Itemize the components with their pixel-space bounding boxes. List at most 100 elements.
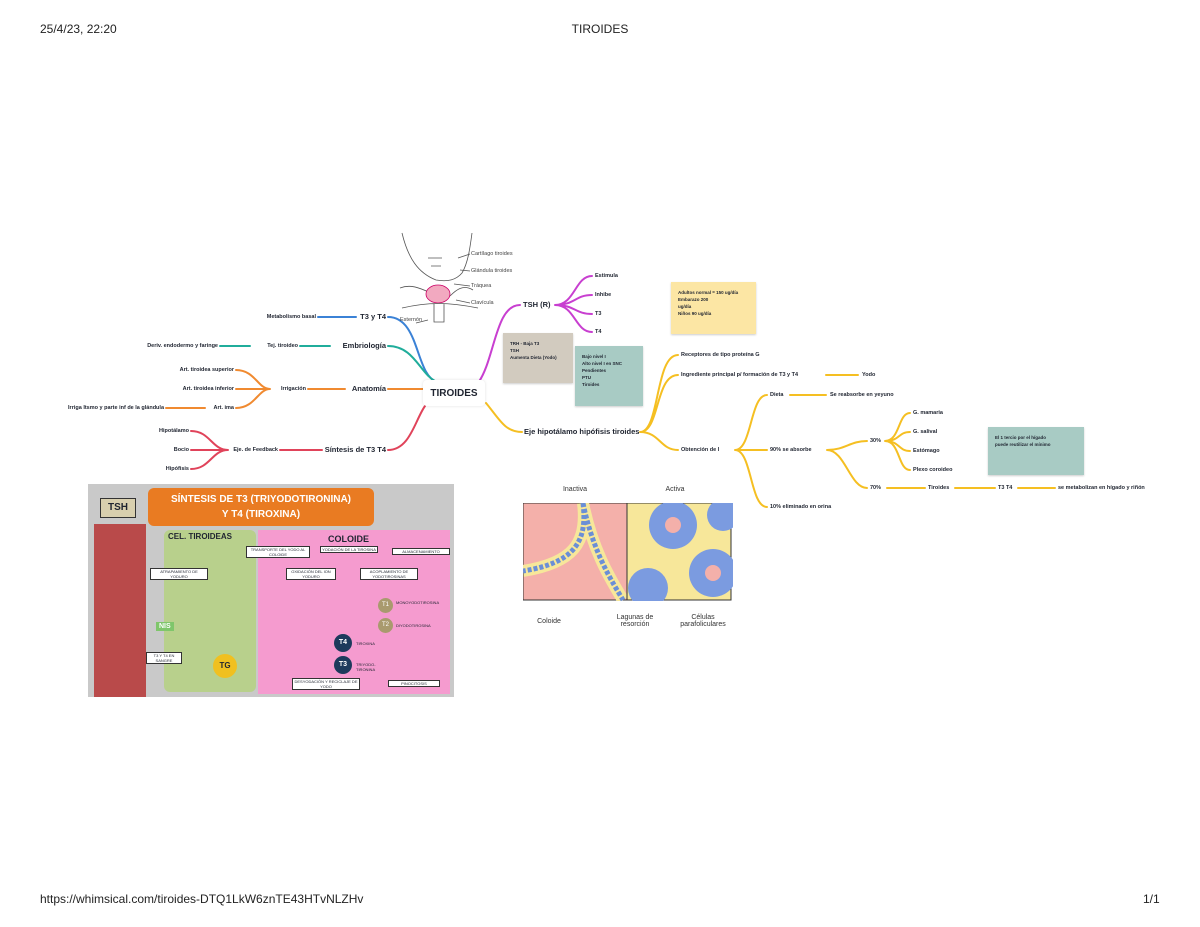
inactiva-label: Inactiva [562,486,588,493]
print-url[interactable]: https://whimsical.com/tiroides-DTQ1LkW6z… [40,892,364,906]
activa-label: Activa [665,486,685,493]
synthesis-title: SÍNTESIS DE T3 (TRIYODOTIRONINA) [170,494,351,505]
node-tej-tiroideo[interactable]: Tej. tiroideo [267,343,298,349]
neck-label: Esternón [400,317,423,323]
note-line: Niños 90 ug/día [678,311,712,316]
note-line: PTU [582,375,591,380]
step-8: DESYODACIÓN Y RECICLAJE DE YODO [292,678,360,690]
print-datetime: 25/4/23, 22:20 [40,22,117,36]
link-teal [219,345,438,383]
node-irrigacion[interactable]: Irrigación [280,386,306,392]
neck-label: Cartílago tiroides [471,251,513,257]
step-1: ATRAPAMIENTO DE YODURO [150,568,208,580]
node-absorbe[interactable]: 90% se absorbe [770,447,812,453]
step-4: YODACIÓN DE LA TIROSINA [320,546,378,553]
node-feedback[interactable]: Eje. de Feedback [233,447,278,453]
node-bocio[interactable]: Bocio [173,447,189,453]
node-estomago[interactable]: Estómago [913,448,940,454]
link-orange [165,369,424,409]
synthesis-subtitle: Y T4 (TIROXINA) [221,509,301,520]
cel-tiroideas: CEL. TIROIDEAS [168,532,233,541]
note-gray[interactable]: TRH - Baja T3 TSH Aumenta Dieta (Yodo) [503,333,573,383]
page-number: 1/1 [1143,892,1160,906]
node-yodo[interactable]: Yodo [862,372,876,378]
lagunas-caption: Lagunas de resorción [616,614,654,628]
central-node[interactable]: TIROIDES [423,380,485,406]
neck-label: Clavícula [471,300,494,306]
node-tsh[interactable]: TSH (R) [523,300,551,309]
node-art-sup[interactable]: Art. tiroidea superior [179,367,234,373]
tg-badge: TG [213,654,237,678]
histology-image: Inactiva Activa Coloide Lagunas de resor… [515,480,745,640]
node-reabsorbe[interactable]: Se reabsorbe en yeyuno [830,392,894,398]
diyodo-label: DIYODOTIROSINA [396,623,431,628]
node-inhibe[interactable]: Inhibe [595,292,612,298]
node-receptores[interactable]: Receptores de tipo proteína G [681,352,760,358]
neck-label: Glándula tiroides [471,268,513,274]
note-line: Adultos normal = 150 ug/día [678,290,739,295]
node-embriologia[interactable]: Embriología [342,341,386,350]
node-tiroides[interactable]: Tiroides [928,485,950,491]
note-teal-1[interactable]: Bajo nivel I Alto nivel I en SNC Pendien… [575,346,643,406]
node-metabolismo[interactable]: Metabolismo basal [266,314,316,320]
link-yellow [485,354,1056,508]
node-70[interactable]: 70% [870,485,882,491]
triyodo-label: TRIYODO-TIRONINA [356,662,376,672]
node-obtencion[interactable]: Obtención de I [681,447,720,453]
node-plexo[interactable]: Plexo coroideo [913,467,953,473]
node-art-ima[interactable]: Art. ima [213,405,234,411]
print-title: TIROIDES [571,22,629,36]
coloide-caption: Coloide [537,618,561,625]
note-yellow[interactable]: Adultos normal = 150 ug/día Embarazo 200… [671,282,756,334]
node-estimula[interactable]: Estimula [595,273,618,279]
note-line: Aumenta Dieta (Yodo) [510,355,557,360]
neck-anatomy-image: Cartílago tiroides Glándula tiroides Trá… [398,228,528,324]
note-line: Alto nivel I en SNC [582,361,623,366]
note-line: El 1 tercio por el hígado [995,435,1047,440]
node-irriga-istmo[interactable]: Irriga Itsmo y parte inf de la glándula [68,405,164,411]
node-30[interactable]: 30% [870,438,882,444]
node-anatomia[interactable]: Anatomía [351,384,386,393]
node-hipofisis[interactable]: Hipófisis [165,466,189,472]
note-line: ug/día [678,304,692,309]
node-deriv-endodermo[interactable]: Deriv. endodermo y faringe [147,343,218,349]
node-hipotalamo[interactable]: Hipotálamo [159,428,189,434]
mono-label: MONOYODOTIROSINA [396,600,440,605]
node-t4[interactable]: T4 [595,329,602,335]
step-6: ALMACENAMIENTO [392,548,450,555]
note-line: TSH [510,348,519,353]
node-dieta[interactable]: Dieta [770,392,784,398]
note-line: Bajo nivel I [582,354,606,359]
coloide-label: COLOIDE [328,534,370,544]
note-line: puede reutilizar el mínimo [995,442,1051,447]
node-ingrediente[interactable]: Ingrediente principal p/ formación de T3… [681,372,799,378]
step-9: T3 Y T4 EN SANGRE [146,652,182,664]
nis-label: NIS [156,622,174,631]
node-metabolizan[interactable]: se metabolizan en hígado y riñón [1058,485,1145,491]
note-line: Embarazo 200 [678,297,709,302]
node-orina[interactable]: 10% eliminado en orina [770,504,832,510]
t1-badge: T1 [378,598,393,613]
step-2: TRANSPORTE DEL YODO AL COLOIDE [246,546,310,558]
tiroxina-label: TIROXINA [356,641,375,646]
synthesis-infographic: TSH SÍNTESIS DE T3 (TRIYODOTIRONINA) Y T… [88,484,454,697]
t2-badge: T2 [378,618,393,633]
node-t3[interactable]: T3 [595,311,602,317]
link-magenta [477,275,593,384]
t4-badge: T4 [334,634,352,652]
node-t3-t4[interactable]: T3 y T4 [360,312,386,321]
note-teal-2[interactable]: El 1 tercio por el hígado puede reutiliz… [988,427,1084,475]
t3-badge: T3 [334,656,352,674]
node-t3t4-r[interactable]: T3 T4 [998,485,1013,491]
node-mamaria[interactable]: G. mamaria [913,410,943,416]
node-eje[interactable]: Eje hipotálamo hipófisis tiroides [524,427,640,436]
celulas-caption: Células parafoliculares [680,614,726,628]
note-line: Pendientes [582,368,607,373]
node-art-inf[interactable]: Art. tiroidea inferior [182,386,234,392]
link-red [190,405,426,470]
note-line: Tiroides [582,382,600,387]
node-salival[interactable]: G. salival [913,429,938,435]
step-5: ACOPLAMIENTO DE YODOTIROSINAS [360,568,418,580]
node-sintesis[interactable]: Síntesis de T3 T4 [324,445,386,454]
